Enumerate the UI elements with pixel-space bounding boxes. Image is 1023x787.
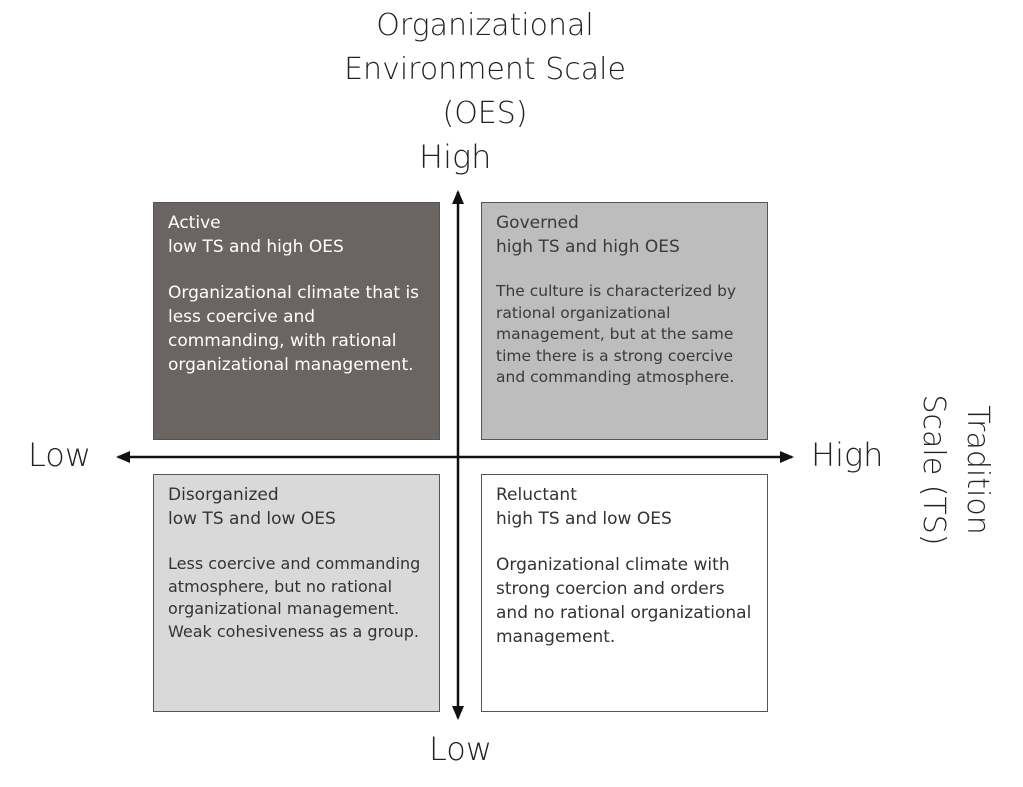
quadrant-reluctant-name: Reluctant [496,485,577,505]
quadrant-active-desc: Organizational climate that is less coer… [168,283,420,375]
oes-title-line-2: Environment Scale [344,52,626,87]
quadrant-reluctant: Reluctant high TS and low OES Organizati… [481,474,768,712]
quadrant-active-code: low TS and high OES [168,237,344,257]
quadrant-reluctant-desc: Organizational climate with strong coerc… [496,555,752,647]
ts-high-label: High [811,436,884,474]
quadrant-governed-code: high TS and high OES [496,237,680,257]
quadrant-active-name: Active [168,213,221,233]
arrow-left-icon [116,451,130,463]
quadrant-reluctant-code: high TS and low OES [496,509,672,529]
oes-title-line-1: Organizational [376,8,594,43]
quadrant-disorganized-code: low TS and low OES [168,509,336,529]
quadrant-disorganized-desc: Less coercive and commanding atmosphere,… [168,554,421,641]
quadrant-disorganized-name: Disorganized [168,485,279,505]
quadrant-governed-desc: The culture is characterized by rational… [496,282,737,386]
quadrant-active: Active low TS and high OES Organizationa… [153,202,440,440]
oes-axis-title: Organizational Environment Scale (OES) [250,4,720,136]
oes-high-label: High [419,138,492,176]
quadrant-governed-name: Governed [496,213,579,233]
arrow-right-icon [780,451,794,463]
quadrant-governed: Governed high TS and high OES The cultur… [481,202,768,440]
ts-low-label: Low [28,436,92,474]
arrow-up-icon [452,190,464,204]
oes-title-line-3: (OES) [442,96,528,131]
quadrant-disorganized: Disorganized low TS and low OES Less coe… [153,474,440,712]
arrow-down-icon [452,706,464,720]
oes-low-label: Low [429,730,493,768]
